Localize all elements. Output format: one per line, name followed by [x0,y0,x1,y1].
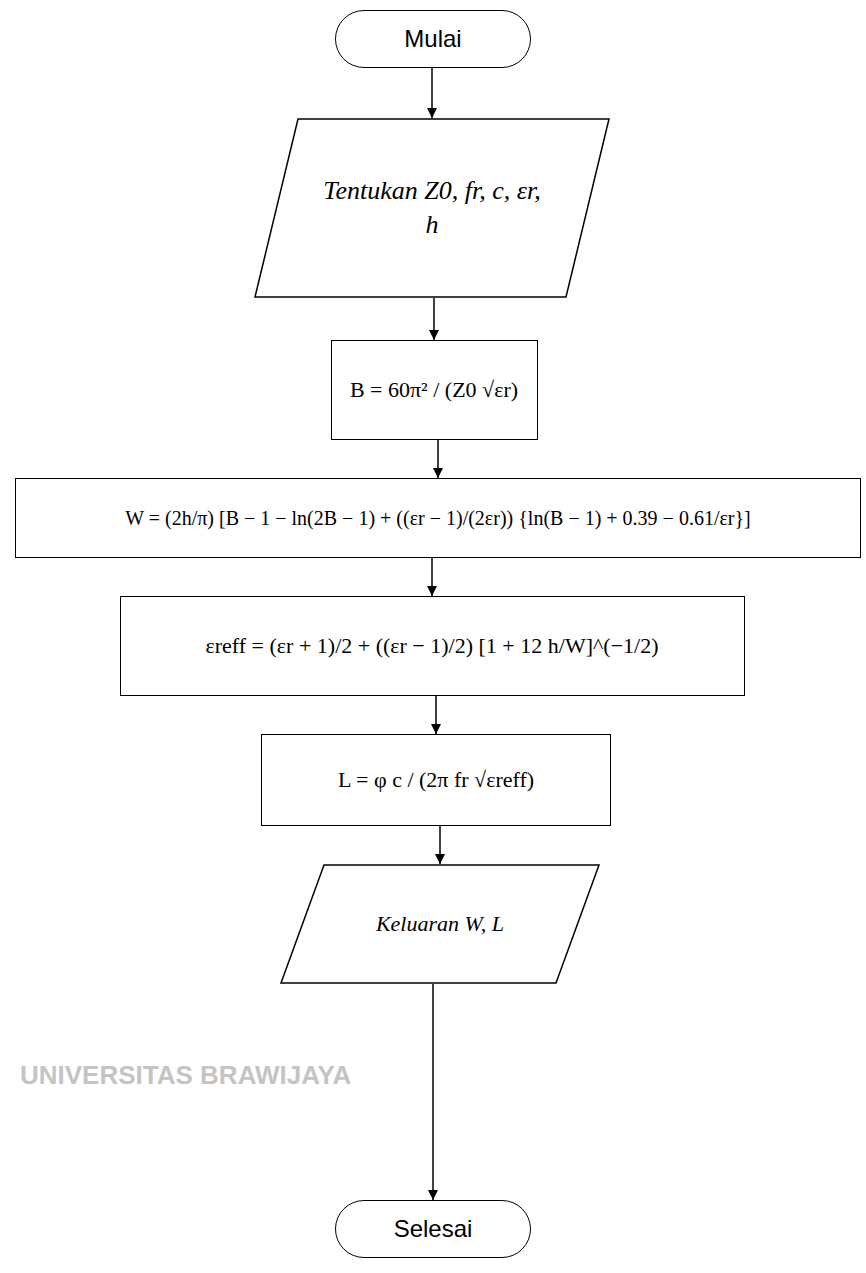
parallelogram-shape [281,865,599,983]
node-text: Selesai [394,1213,473,1244]
node-text: Keluaran W, L [376,910,504,939]
flow-arrow [433,298,435,340]
process-box: B = 60π² / (Z0 √εr) [331,340,538,440]
watermark: UNIVERSITAS BRAWIJAYA [20,1060,351,1091]
end-terminator: Selesai [335,1200,531,1258]
start-terminator: Mulai [335,10,531,68]
parallelogram-outline [254,118,610,298]
node-text: Tentukan Z0, fr, c, εr, h [316,174,548,242]
output-parallelogram: Keluaran W, L [280,864,600,984]
flow-arrow [435,696,437,734]
node-text: εreff = (εr + 1)/2 + ((εr − 1)/2) [1 + 1… [206,632,659,661]
flow-arrow [432,984,434,1200]
flow-arrow [431,558,433,596]
node-text: B = 60π² / (Z0 √εr) [350,376,518,405]
node-text: W = (2h/π) [B − 1 − ln(2B − 1) + ((εr − … [125,505,751,531]
input-parallelogram: Tentukan Z0, fr, c, εr, h [254,118,610,298]
process-box: W = (2h/π) [B − 1 − ln(2B − 1) + ((εr − … [15,478,861,558]
process-box: εreff = (εr + 1)/2 + ((εr − 1)/2) [1 + 1… [120,596,745,696]
node-text: Mulai [404,23,461,54]
parallelogram-shape [255,119,609,297]
process-box: L = φ c / (2π fr √εreff) [261,734,611,826]
flow-arrow [431,68,433,118]
flow-arrow [439,826,441,864]
flow-arrow [437,440,439,478]
node-text: L = φ c / (2π fr √εreff) [338,766,534,795]
